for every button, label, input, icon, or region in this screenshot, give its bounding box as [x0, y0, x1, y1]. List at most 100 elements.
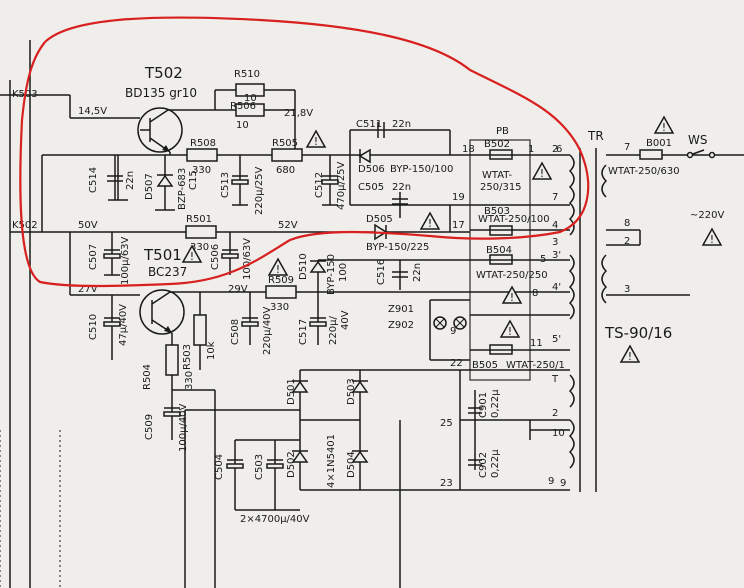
diode-d502: [291, 450, 309, 463]
c509-value: 100µ/40V: [178, 403, 189, 452]
resistor-r506: [235, 103, 265, 117]
pin-label: 19: [452, 192, 465, 203]
d505-part: BYP-150/225: [366, 242, 429, 253]
c517-value: 220µ/: [328, 316, 339, 345]
c510-ref: C510: [88, 314, 99, 340]
net-50v: 50V: [78, 220, 98, 231]
pin-label: 8: [624, 218, 630, 229]
lamps: [429, 299, 470, 361]
r504-ref: R504: [142, 364, 153, 390]
bridge-rectifier: [184, 369, 461, 588]
c512-value: 470µ/25V: [336, 161, 347, 210]
highlight-outline: [19, 16, 590, 288]
pin-label: T: [551, 374, 559, 385]
c902-ref: C902: [478, 452, 489, 478]
c511-ref: C511: [356, 119, 382, 130]
b505-value: WTAT-250/1: [506, 360, 565, 371]
pin-label: 3: [552, 237, 558, 248]
pin-label: 7: [552, 192, 558, 203]
b503-value: WTAT-250/100: [478, 214, 550, 225]
c506-value: 100/63V: [242, 238, 253, 280]
c513-ref: C513: [220, 172, 231, 198]
pin-label: 1: [528, 144, 534, 155]
bridge-part: 4×1N5401: [326, 434, 337, 488]
resistor-r508: [186, 148, 218, 162]
pin-label: 6: [556, 144, 562, 155]
b001-ref: B001: [646, 138, 672, 149]
c507-value: 100µ/63V: [120, 236, 131, 285]
b001-value: WTAT-250/630: [608, 166, 680, 177]
z902-label: Z902: [388, 320, 414, 331]
z901-label: Z901: [388, 304, 414, 315]
pin-label: 17: [452, 220, 465, 231]
c901-value: 0,22µ: [490, 389, 501, 418]
mains-label: ~220V: [690, 210, 724, 221]
resistor-r505: [271, 148, 303, 162]
c509-ref: C509: [144, 414, 155, 440]
pin-label: 5: [540, 254, 546, 265]
pin-label: 4': [552, 282, 561, 293]
r501-ref: R501: [186, 214, 212, 225]
t501-stage: [69, 232, 470, 440]
c507-ref: C507: [88, 244, 99, 270]
r501-value: 330: [190, 242, 209, 253]
d505-ref: D505: [366, 214, 393, 225]
r509-value: 330: [270, 302, 289, 313]
diode-d503: [351, 380, 369, 393]
d506-part: BYP-150/100: [390, 164, 453, 175]
c901-ref: C901: [478, 392, 489, 418]
d506-ref: D506: [358, 164, 385, 175]
r503-ref: R503: [182, 344, 193, 370]
c503-ref: C503: [254, 454, 265, 480]
pin-label: 4: [552, 220, 558, 231]
d504-ref: D504: [346, 451, 357, 478]
c508-value: 220µ/40V: [262, 306, 273, 355]
d502-ref: D502: [286, 451, 297, 478]
fuse-block: [460, 139, 570, 381]
r503-value: 10k: [206, 341, 217, 360]
pin-label: 11: [530, 338, 543, 349]
pin-label: 9: [548, 476, 554, 487]
t502-part: BD135 gr10: [125, 86, 197, 100]
net-14v5: 14,5V: [78, 106, 107, 117]
c505-ref: C505: [358, 182, 384, 193]
pin-label: 9: [450, 326, 456, 337]
resistor-r509: [265, 285, 297, 299]
net-27v: 27V: [78, 284, 98, 295]
c508-ref: C508: [230, 319, 241, 345]
r508-value: 330: [192, 165, 211, 176]
c505-value: 22n: [392, 182, 411, 193]
resistor-r510: [235, 83, 265, 97]
r506-ref: R506: [230, 101, 256, 112]
t502-stage: [41, 83, 470, 232]
diode-d504: [351, 450, 369, 463]
b503-ref: B503: [484, 206, 510, 217]
rail-50v: [42, 205, 470, 276]
c517-extra: 40V: [340, 310, 351, 330]
d510-extra: 100: [338, 263, 349, 282]
pin-label: 9: [560, 478, 566, 489]
diode-d510: [309, 260, 327, 273]
net-29v: 29V: [228, 284, 248, 295]
r505-ref: R505: [272, 138, 298, 149]
t501-ref: T501: [143, 246, 182, 264]
r505-value: 680: [276, 165, 295, 176]
net-21v8: 21,8V: [284, 108, 313, 119]
diode-d506: [358, 148, 371, 164]
d507-part: BZP-683: [177, 168, 188, 210]
resistor-r503: [193, 314, 207, 346]
fuse-b001: [639, 149, 663, 160]
r510-value: 10: [244, 93, 257, 104]
d501-ref: D501: [286, 378, 297, 405]
pin-label: 2: [552, 144, 558, 155]
c504-ref: C504: [214, 454, 225, 480]
b502-ref: B502: [484, 139, 510, 150]
pin-label: 8: [532, 288, 538, 299]
c513-value: 220µ/25V: [254, 166, 265, 215]
c516-value: 22n: [412, 263, 423, 282]
pin-label: 5': [552, 334, 561, 345]
r506-value: 10: [236, 120, 249, 131]
transistor-t501: [139, 289, 185, 335]
b504-value: WTAT-250/250: [476, 270, 548, 281]
